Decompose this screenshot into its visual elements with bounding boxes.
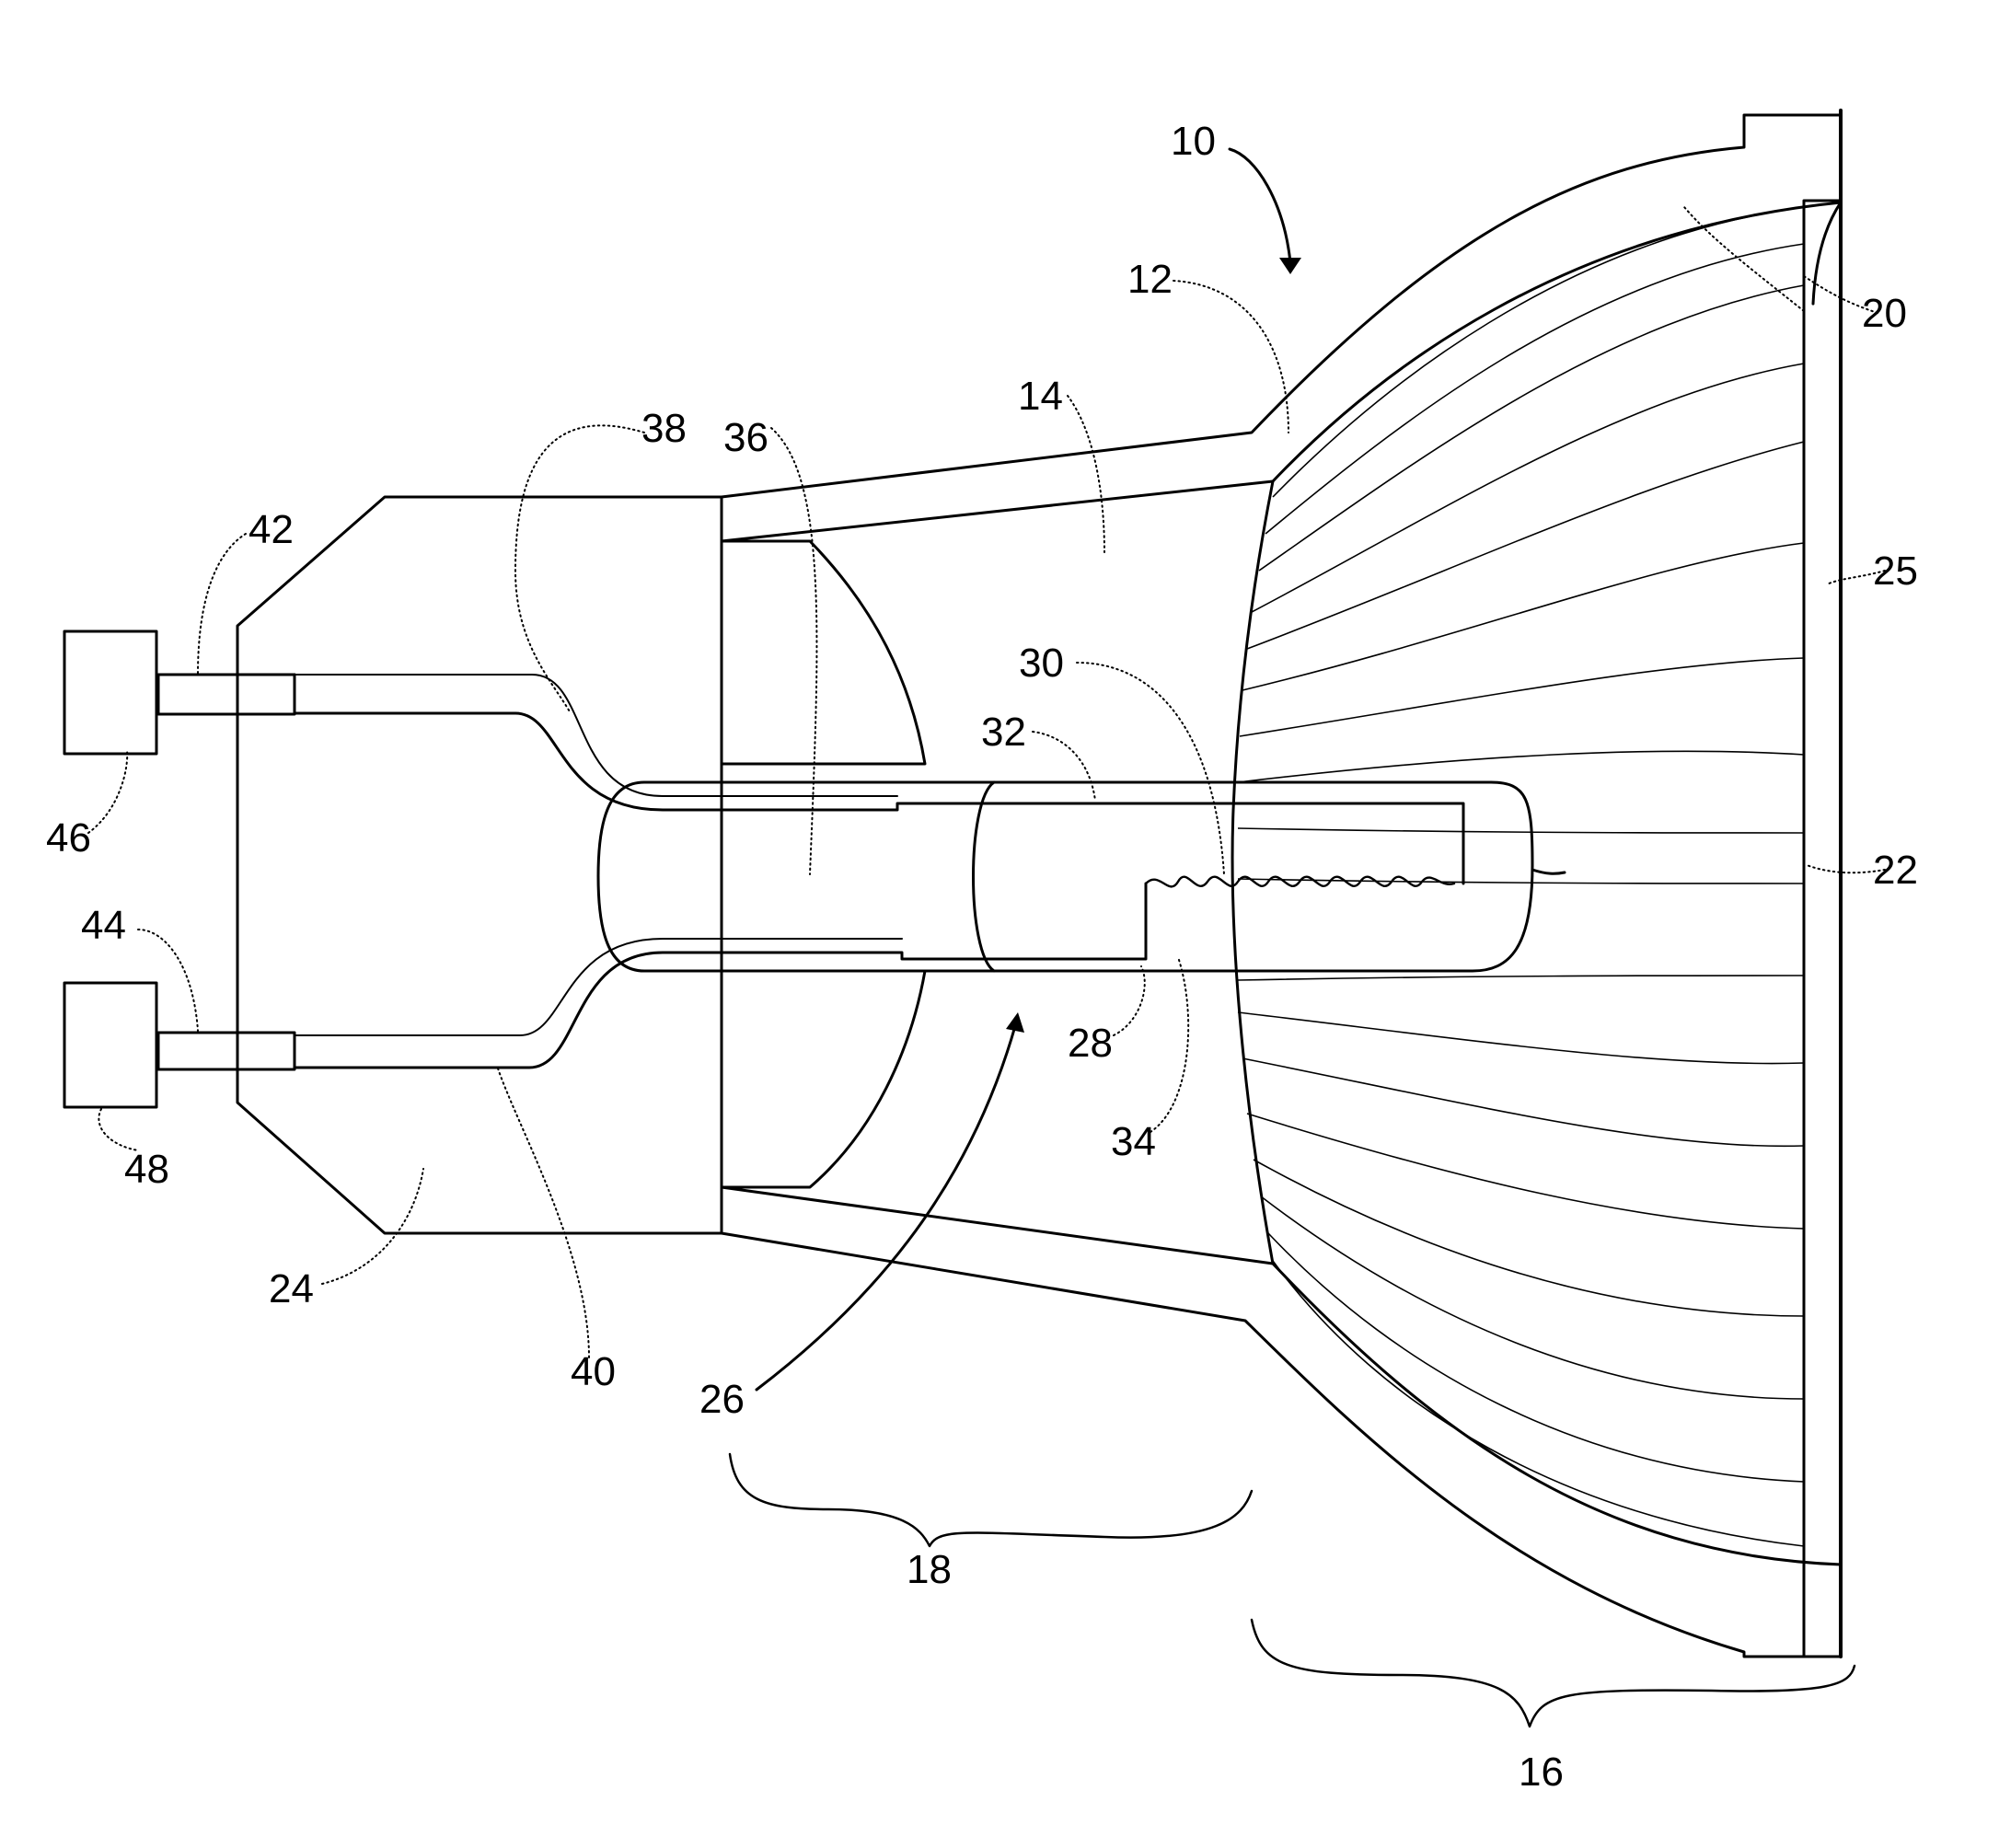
terminal-42 xyxy=(158,675,295,714)
label-16: 16 xyxy=(1519,1750,1564,1795)
label-28: 28 xyxy=(1068,1021,1113,1066)
assembly-arrow-10 xyxy=(1230,149,1301,274)
label-48: 48 xyxy=(124,1147,169,1192)
label-26: 26 xyxy=(699,1377,745,1422)
label-12: 12 xyxy=(1127,257,1173,302)
label-42: 42 xyxy=(248,507,294,552)
ceramic-base xyxy=(237,497,722,1233)
label-10: 10 xyxy=(1171,119,1216,164)
label-32: 32 xyxy=(981,710,1026,755)
upper-lead-wire xyxy=(295,675,1463,884)
label-30: 30 xyxy=(1019,641,1064,686)
reflective-surface-lines xyxy=(1238,207,1804,1546)
connector-48 xyxy=(64,983,156,1107)
connector-46 xyxy=(64,631,156,754)
cavity-arrow-26 xyxy=(757,1012,1024,1390)
terminal-44 xyxy=(158,1033,295,1069)
front-cover xyxy=(1804,110,1841,1657)
label-34: 34 xyxy=(1111,1119,1156,1164)
brace-16 xyxy=(1252,1620,1855,1727)
label-38: 38 xyxy=(641,406,687,451)
label-22: 22 xyxy=(1873,848,1918,893)
label-44: 44 xyxy=(81,903,126,948)
label-18: 18 xyxy=(907,1547,952,1592)
reference-numerals: 10 12 14 16 18 20 22 24 25 26 28 30 32 3… xyxy=(46,119,1918,1795)
label-25: 25 xyxy=(1873,549,1918,594)
brace-18 xyxy=(730,1454,1252,1546)
neck-region xyxy=(1232,481,1273,1264)
label-14: 14 xyxy=(1018,374,1063,419)
reflector-lower-wall xyxy=(722,1187,1841,1657)
label-20: 20 xyxy=(1862,291,1907,336)
reflector-upper-wall xyxy=(722,115,1841,541)
label-24: 24 xyxy=(269,1266,314,1311)
cement-plug xyxy=(722,541,925,1187)
label-40: 40 xyxy=(571,1349,616,1394)
label-36: 36 xyxy=(723,415,768,460)
label-46: 46 xyxy=(46,815,91,860)
filament-coil xyxy=(1146,877,1454,887)
